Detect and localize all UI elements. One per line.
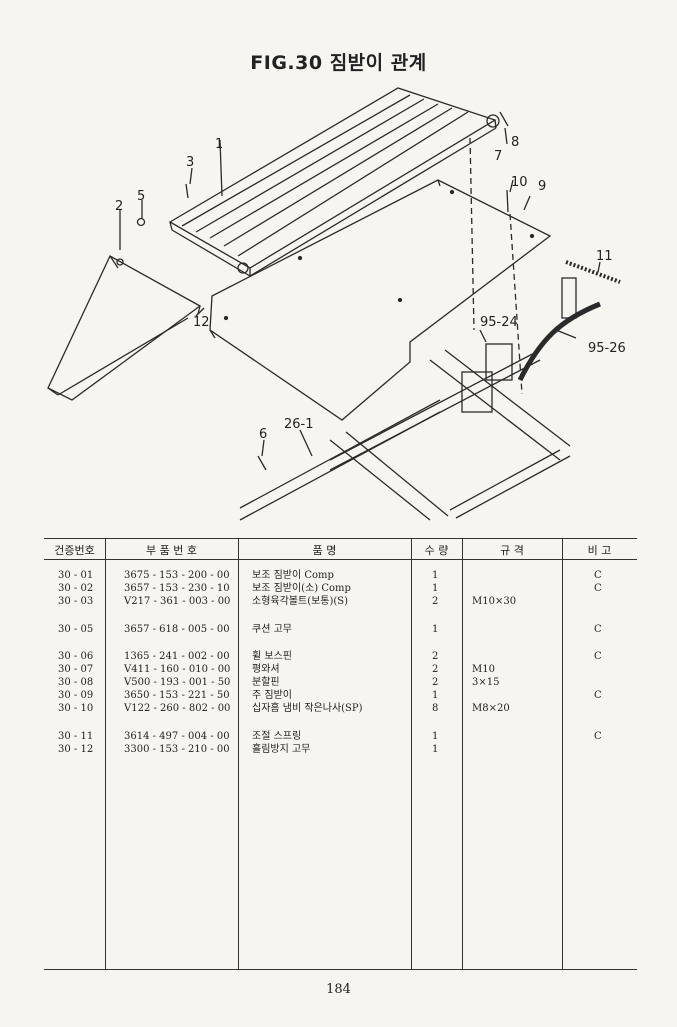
cell-no: 30 - 02 <box>58 583 94 594</box>
cell-qty: 1 <box>432 583 439 594</box>
cell-name: 보조 짐받이 Comp <box>252 570 334 581</box>
table-row: 30 - 10 V122 - 260 - 802 - 00 십자홈 냄비 작은나사(… <box>44 702 637 715</box>
cell-remark: C <box>594 690 602 701</box>
callout-12: 12 <box>193 315 210 330</box>
cell-spec: 3×15 <box>472 677 500 688</box>
header-quantity: 수 량 <box>424 544 449 557</box>
cell-qty: 1 <box>432 731 439 742</box>
callout-95-26: 95-26 <box>588 341 626 356</box>
callout-6: 6 <box>259 427 267 442</box>
column-divider <box>562 539 563 969</box>
cell-part: 3657 - 618 - 005 - 00 <box>124 624 230 635</box>
header-part-number: 부 품 번 호 <box>146 544 197 557</box>
cell-remark: C <box>594 583 602 594</box>
table-row: 30 - 03 V217 - 361 - 003 - 00 소형육각볼트(보통)(S… <box>44 595 637 608</box>
cell-part: V411 - 160 - 010 - 00 <box>124 664 231 675</box>
cell-part: 3675 - 153 - 200 - 00 <box>124 570 230 581</box>
table-row: 30 - 06 1365 - 241 - 002 - 00 휠 보스핀 2 C <box>44 650 637 663</box>
cell-spec: M10×30 <box>472 596 517 607</box>
callout-8: 8 <box>511 135 519 150</box>
column-divider <box>105 539 106 969</box>
cell-remark: C <box>594 731 602 742</box>
cell-qty: 1 <box>432 690 439 701</box>
cell-part: V500 - 193 - 001 - 50 <box>124 677 231 688</box>
cell-part: V122 - 260 - 802 - 00 <box>124 703 231 714</box>
parts-table: 건증번호 부 품 번 호 품 명 수 량 규 격 비 고 30 - 01 3675… <box>44 538 637 970</box>
header-spec: 규 격 <box>500 544 524 557</box>
cell-part: 3614 - 497 - 004 - 00 <box>124 731 230 742</box>
page-number: 184 <box>326 982 351 997</box>
header-divider <box>44 559 637 560</box>
cell-name: 조절 스프링 <box>252 731 302 742</box>
cell-qty: 2 <box>432 677 439 688</box>
cell-part: 3650 - 153 - 221 - 50 <box>124 690 230 701</box>
cell-no: 30 - 01 <box>58 570 94 581</box>
callout-9: 9 <box>538 179 546 194</box>
chassis-frame-26-1 <box>239 343 571 521</box>
cell-spec: M10 <box>472 664 495 675</box>
header-no: 건증번호 <box>54 544 95 557</box>
cell-no: 30 - 12 <box>58 744 94 755</box>
cell-qty: 1 <box>432 744 439 755</box>
callout-26-1: 26-1 <box>284 417 314 432</box>
table-row: 30 - 09 3650 - 153 - 221 - 50 주 짐받이 1 C <box>44 689 637 702</box>
column-divider <box>238 539 239 969</box>
cell-part: 3300 - 153 - 210 - 00 <box>124 744 230 755</box>
cell-name: 평와셔 <box>252 664 280 675</box>
cell-qty: 1 <box>432 624 439 635</box>
table-row: 30 - 11 3614 - 497 - 004 - 00 조절 스프링 1 C <box>44 730 637 743</box>
cell-name: 흘림방지 고무 <box>252 744 311 755</box>
cell-no: 30 - 08 <box>58 677 94 688</box>
header-part-name: 품 명 <box>312 544 337 557</box>
table-row: 30 - 05 3657 - 618 - 005 - 00 쿠션 고무 1 C <box>44 623 637 636</box>
sub-carrier-part-2 <box>47 255 202 401</box>
table-row: 30 - 12 3300 - 153 - 210 - 00 흘림방지 고무 1 <box>44 743 637 756</box>
cell-name: 주 짐받이 <box>252 690 292 701</box>
cell-part: V217 - 361 - 003 - 00 <box>124 596 231 607</box>
cell-name: 소형육각볼트(보통)(S) <box>252 596 349 607</box>
callout-95-24: 95-24 <box>480 315 518 330</box>
header-remark: 비 고 <box>587 544 612 557</box>
cell-qty: 1 <box>432 570 439 581</box>
table-row: 30 - 07 V411 - 160 - 010 - 00 평와셔 2 M10 <box>44 663 637 676</box>
cell-name: 보조 짐받이(소) Comp <box>252 583 351 594</box>
table-row: 30 - 02 3657 - 153 - 230 - 10 보조 짐받이(소) Co… <box>44 582 637 595</box>
cell-qty: 2 <box>432 651 439 662</box>
cell-no: 30 - 05 <box>58 624 94 635</box>
cell-name: 분할핀 <box>252 677 280 688</box>
figure-title: FIG.30 짐받이 관계 <box>250 52 427 74</box>
callout-1: 1 <box>215 137 223 152</box>
cell-part: 3657 - 153 - 230 - 10 <box>124 583 230 594</box>
cell-part: 1365 - 241 - 002 - 00 <box>124 651 230 662</box>
cell-no: 30 - 09 <box>58 690 94 701</box>
cell-name: 십자홈 냄비 작은나사(SP) <box>252 703 363 714</box>
cell-no: 30 - 06 <box>58 651 94 662</box>
callout-11: 11 <box>596 249 613 264</box>
cell-spec: M8×20 <box>472 703 510 714</box>
column-divider <box>462 539 463 969</box>
column-divider <box>411 539 412 969</box>
callout-3: 3 <box>186 155 194 170</box>
cell-name: 쿠션 고무 <box>252 624 292 635</box>
cell-remark: C <box>594 651 602 662</box>
table-row: 30 - 01 3675 - 153 - 200 - 00 보조 짐받이 Comp 1… <box>44 569 637 582</box>
cell-no: 30 - 07 <box>58 664 94 675</box>
cell-no: 30 - 11 <box>58 731 94 742</box>
cell-remark: C <box>594 624 602 635</box>
table-row: 30 - 08 V500 - 193 - 001 - 50 분할핀 2 3×15 <box>44 676 637 689</box>
callout-2: 2 <box>115 199 123 214</box>
exploded-parts-diagram: 1 2 3 5 6 7 8 9 10 11 12 26-1 95-24 95-2… <box>47 87 626 521</box>
cell-qty: 2 <box>432 596 439 607</box>
callout-10: 10 <box>511 175 528 190</box>
cell-qty: 8 <box>432 703 439 714</box>
cell-qty: 2 <box>432 664 439 675</box>
callout-7: 7 <box>494 149 502 164</box>
cell-no: 30 - 10 <box>58 703 94 714</box>
carrier-board-part-1 <box>168 87 500 277</box>
cell-remark: C <box>594 570 602 581</box>
cell-name: 휠 보스핀 <box>252 651 292 662</box>
carrier-plate-part-9 <box>209 179 552 421</box>
cell-no: 30 - 03 <box>58 596 94 607</box>
callout-5: 5 <box>137 189 145 204</box>
